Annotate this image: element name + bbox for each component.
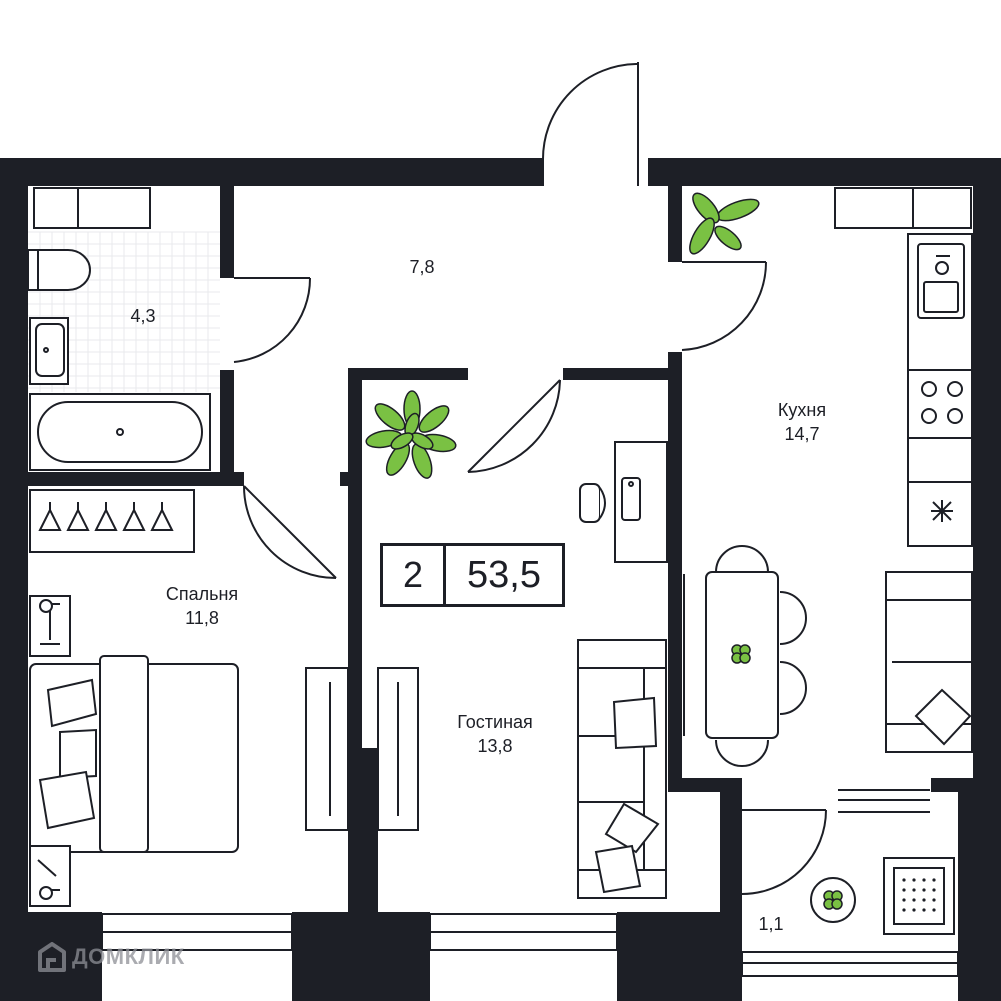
watermark-text: ДОМКЛИК xyxy=(72,944,185,969)
desk xyxy=(579,441,668,563)
bathroom-tiles xyxy=(28,231,220,392)
sofa xyxy=(577,639,667,899)
room-area: 1,1 xyxy=(758,914,784,934)
room-bathroom: 4,3 xyxy=(115,304,171,328)
plant-icon xyxy=(823,890,843,910)
apartment-summary-badge: 2 53,5 xyxy=(380,543,565,607)
plants xyxy=(365,192,843,910)
plant-icon xyxy=(731,644,751,664)
room-hall: 7,8 xyxy=(394,255,450,279)
room-area: 11,8 xyxy=(185,608,219,628)
room-living: Гостиная 13,8 xyxy=(440,710,550,758)
cabinets xyxy=(305,667,419,831)
bed xyxy=(29,595,239,907)
room-kitchen: Кухня 14,7 xyxy=(752,398,852,446)
plant-icon xyxy=(689,192,760,255)
room-area: 13,8 xyxy=(477,736,513,756)
room-bedroom: Спальня 11,8 xyxy=(150,582,254,630)
windows xyxy=(33,187,972,977)
room-balcony: 1,1 xyxy=(746,912,796,936)
walls xyxy=(0,158,1001,1001)
room-area: 4,3 xyxy=(130,306,156,326)
room-area: 7,8 xyxy=(409,257,435,277)
watermark: ДОМКЛИК xyxy=(38,942,185,972)
wardrobe xyxy=(29,489,195,553)
room-area: 14,7 xyxy=(784,424,820,444)
room-name: Гостиная xyxy=(457,712,533,732)
kitchen-units xyxy=(907,233,973,547)
doors xyxy=(233,62,827,895)
house-logo-icon xyxy=(38,942,66,972)
plant-icon xyxy=(365,390,457,479)
balcony-chair xyxy=(810,857,955,935)
kitchen-sofa xyxy=(885,571,973,753)
total-area: 53,5 xyxy=(467,553,541,596)
room-name: Спальня xyxy=(165,584,239,604)
rooms-count: 2 xyxy=(383,546,446,604)
room-name: Кухня xyxy=(777,400,827,420)
bathroom-fixtures xyxy=(27,249,211,471)
